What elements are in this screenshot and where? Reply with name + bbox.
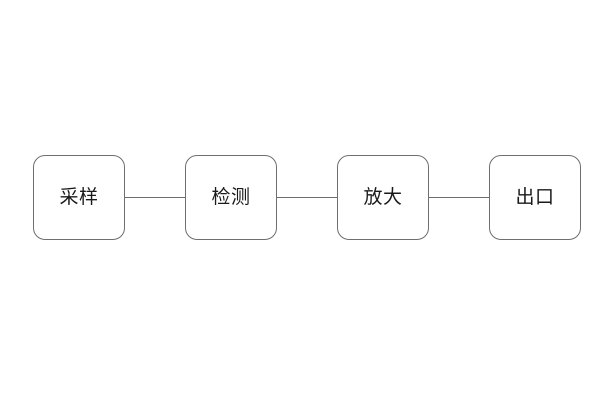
flow-node-label: 检测: [211, 186, 251, 208]
flow-node-amplification[interactable]: 放大: [337, 155, 429, 240]
flow-connector-2: [277, 196, 337, 199]
flow-connector-1: [125, 196, 185, 199]
flow-node-outlet[interactable]: 出口: [489, 155, 581, 240]
flow-node-sampling[interactable]: 采样: [33, 155, 125, 240]
flow-connector-3: [429, 196, 489, 199]
flow-node-label: 出口: [515, 186, 555, 208]
flow-chain: 采样 检测 放大 出口: [33, 155, 581, 240]
flow-node-label: 放大: [363, 186, 403, 208]
flow-node-detection[interactable]: 检测: [185, 155, 277, 240]
flow-node-label: 采样: [59, 186, 99, 208]
